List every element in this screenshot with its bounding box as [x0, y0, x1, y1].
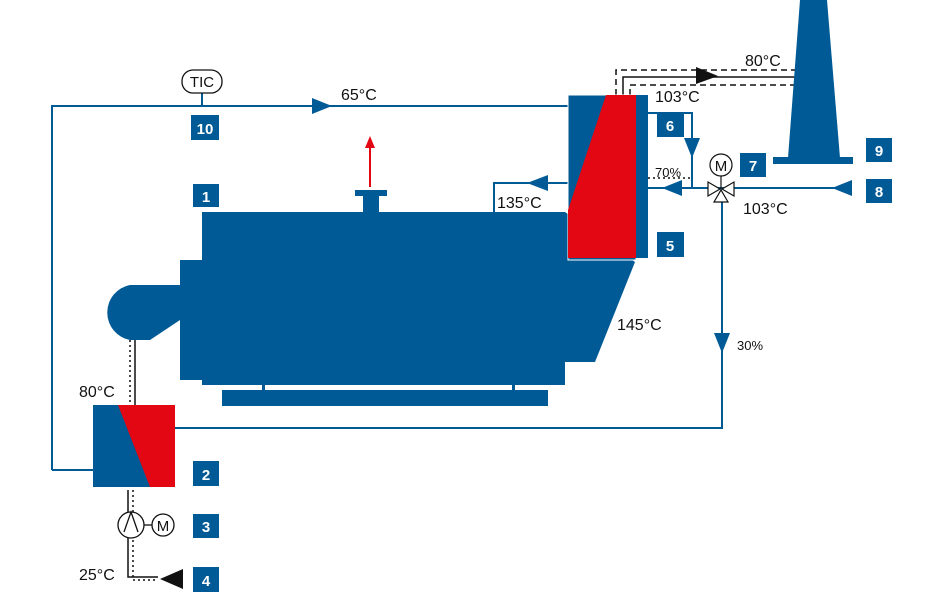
- flue-gas-lines: [615, 69, 797, 95]
- arrow-air-in: [160, 569, 183, 589]
- temperature-labels: 65°C 80°C 103°C 135°C 145°C 103°C 80°C 2…: [79, 53, 788, 584]
- svg-text:3: 3: [202, 519, 210, 536]
- economizer-hx5: [567, 94, 648, 261]
- blower-pump: [117, 510, 175, 539]
- temp-103-top: 103°C: [655, 89, 700, 106]
- marker-1: 1: [193, 184, 219, 207]
- arrow-65: [312, 98, 332, 114]
- tic-label: TIC: [190, 74, 214, 91]
- arrow-6-down: [684, 138, 700, 158]
- pump-motor-label: M: [157, 518, 170, 535]
- valve-motor-label: M: [715, 158, 728, 175]
- economizer-hot-side: [568, 95, 636, 258]
- pump-icon: [117, 511, 145, 539]
- marker-4: 4: [193, 567, 219, 592]
- pct-70: 70%: [655, 165, 681, 180]
- temp-145: 145°C: [617, 317, 662, 334]
- boiler: [107, 190, 635, 406]
- arrow-from-8: [832, 180, 852, 196]
- arrow-flue-out: [696, 67, 718, 84]
- marker-8: 8: [866, 179, 892, 203]
- flue-solid-mid: [622, 76, 797, 95]
- svg-text:1: 1: [202, 189, 210, 206]
- pipe-top-loop: [51, 105, 568, 470]
- marker-6: 6: [657, 113, 684, 137]
- burner-housing: [107, 285, 180, 340]
- marker-7: 7: [740, 153, 766, 177]
- chimney-stack: [788, 0, 840, 158]
- svg-text:4: 4: [202, 573, 211, 590]
- svg-text:2: 2: [202, 467, 210, 484]
- marker-5: 5: [657, 232, 684, 257]
- chimney: [773, 0, 853, 164]
- svg-text:9: 9: [875, 143, 883, 160]
- temp-80-left: 80°C: [79, 384, 115, 401]
- number-markers: 1 2 3 4 5 6 7 8: [191, 113, 892, 592]
- boiler-front-plate: [180, 260, 210, 380]
- arrow-135: [527, 175, 548, 191]
- flue-dashed-outer: [615, 69, 797, 95]
- steam-output-arrow: [365, 136, 375, 187]
- pipe-bottom-return: [175, 196, 723, 429]
- steam-nozzle-flange: [355, 190, 387, 196]
- pump-motor-icon: [151, 513, 175, 537]
- svg-text:5: 5: [666, 238, 674, 255]
- marker-10: 10: [191, 115, 219, 140]
- temp-103-right: 103°C: [743, 201, 788, 218]
- svg-text:8: 8: [875, 184, 883, 201]
- tic-bubble: [181, 69, 223, 94]
- hx2-hot-side: [118, 405, 175, 487]
- valve-motor-icon: [709, 153, 733, 177]
- chimney-base: [773, 157, 853, 164]
- marker-2: 2: [193, 461, 219, 486]
- temp-80-top: 80°C: [745, 53, 781, 70]
- arrow-to-hx5: [662, 180, 682, 196]
- boiler-leg-2: [512, 384, 515, 392]
- temp-25: 25°C: [79, 567, 115, 584]
- marker-9: 9: [866, 138, 892, 162]
- temp-135: 135°C: [497, 195, 542, 212]
- svg-text:6: 6: [666, 118, 674, 135]
- three-way-valve: [707, 153, 735, 203]
- marker-3: 3: [193, 514, 219, 538]
- temp-65: 65°C: [341, 87, 377, 104]
- pct-30: 30%: [737, 338, 763, 353]
- heat-exchanger-hx2: [93, 405, 175, 487]
- steam-nozzle-pipe: [363, 195, 379, 213]
- boiler-leg-1: [262, 384, 265, 392]
- flow-arrows: [160, 67, 852, 589]
- svg-text:7: 7: [749, 158, 757, 175]
- boiler-shell: [202, 212, 565, 385]
- boiler-base-rail: [222, 390, 548, 406]
- svg-text:10: 10: [197, 121, 214, 138]
- flue-dashed-inner: [629, 84, 797, 95]
- arrow-30-down: [714, 333, 730, 353]
